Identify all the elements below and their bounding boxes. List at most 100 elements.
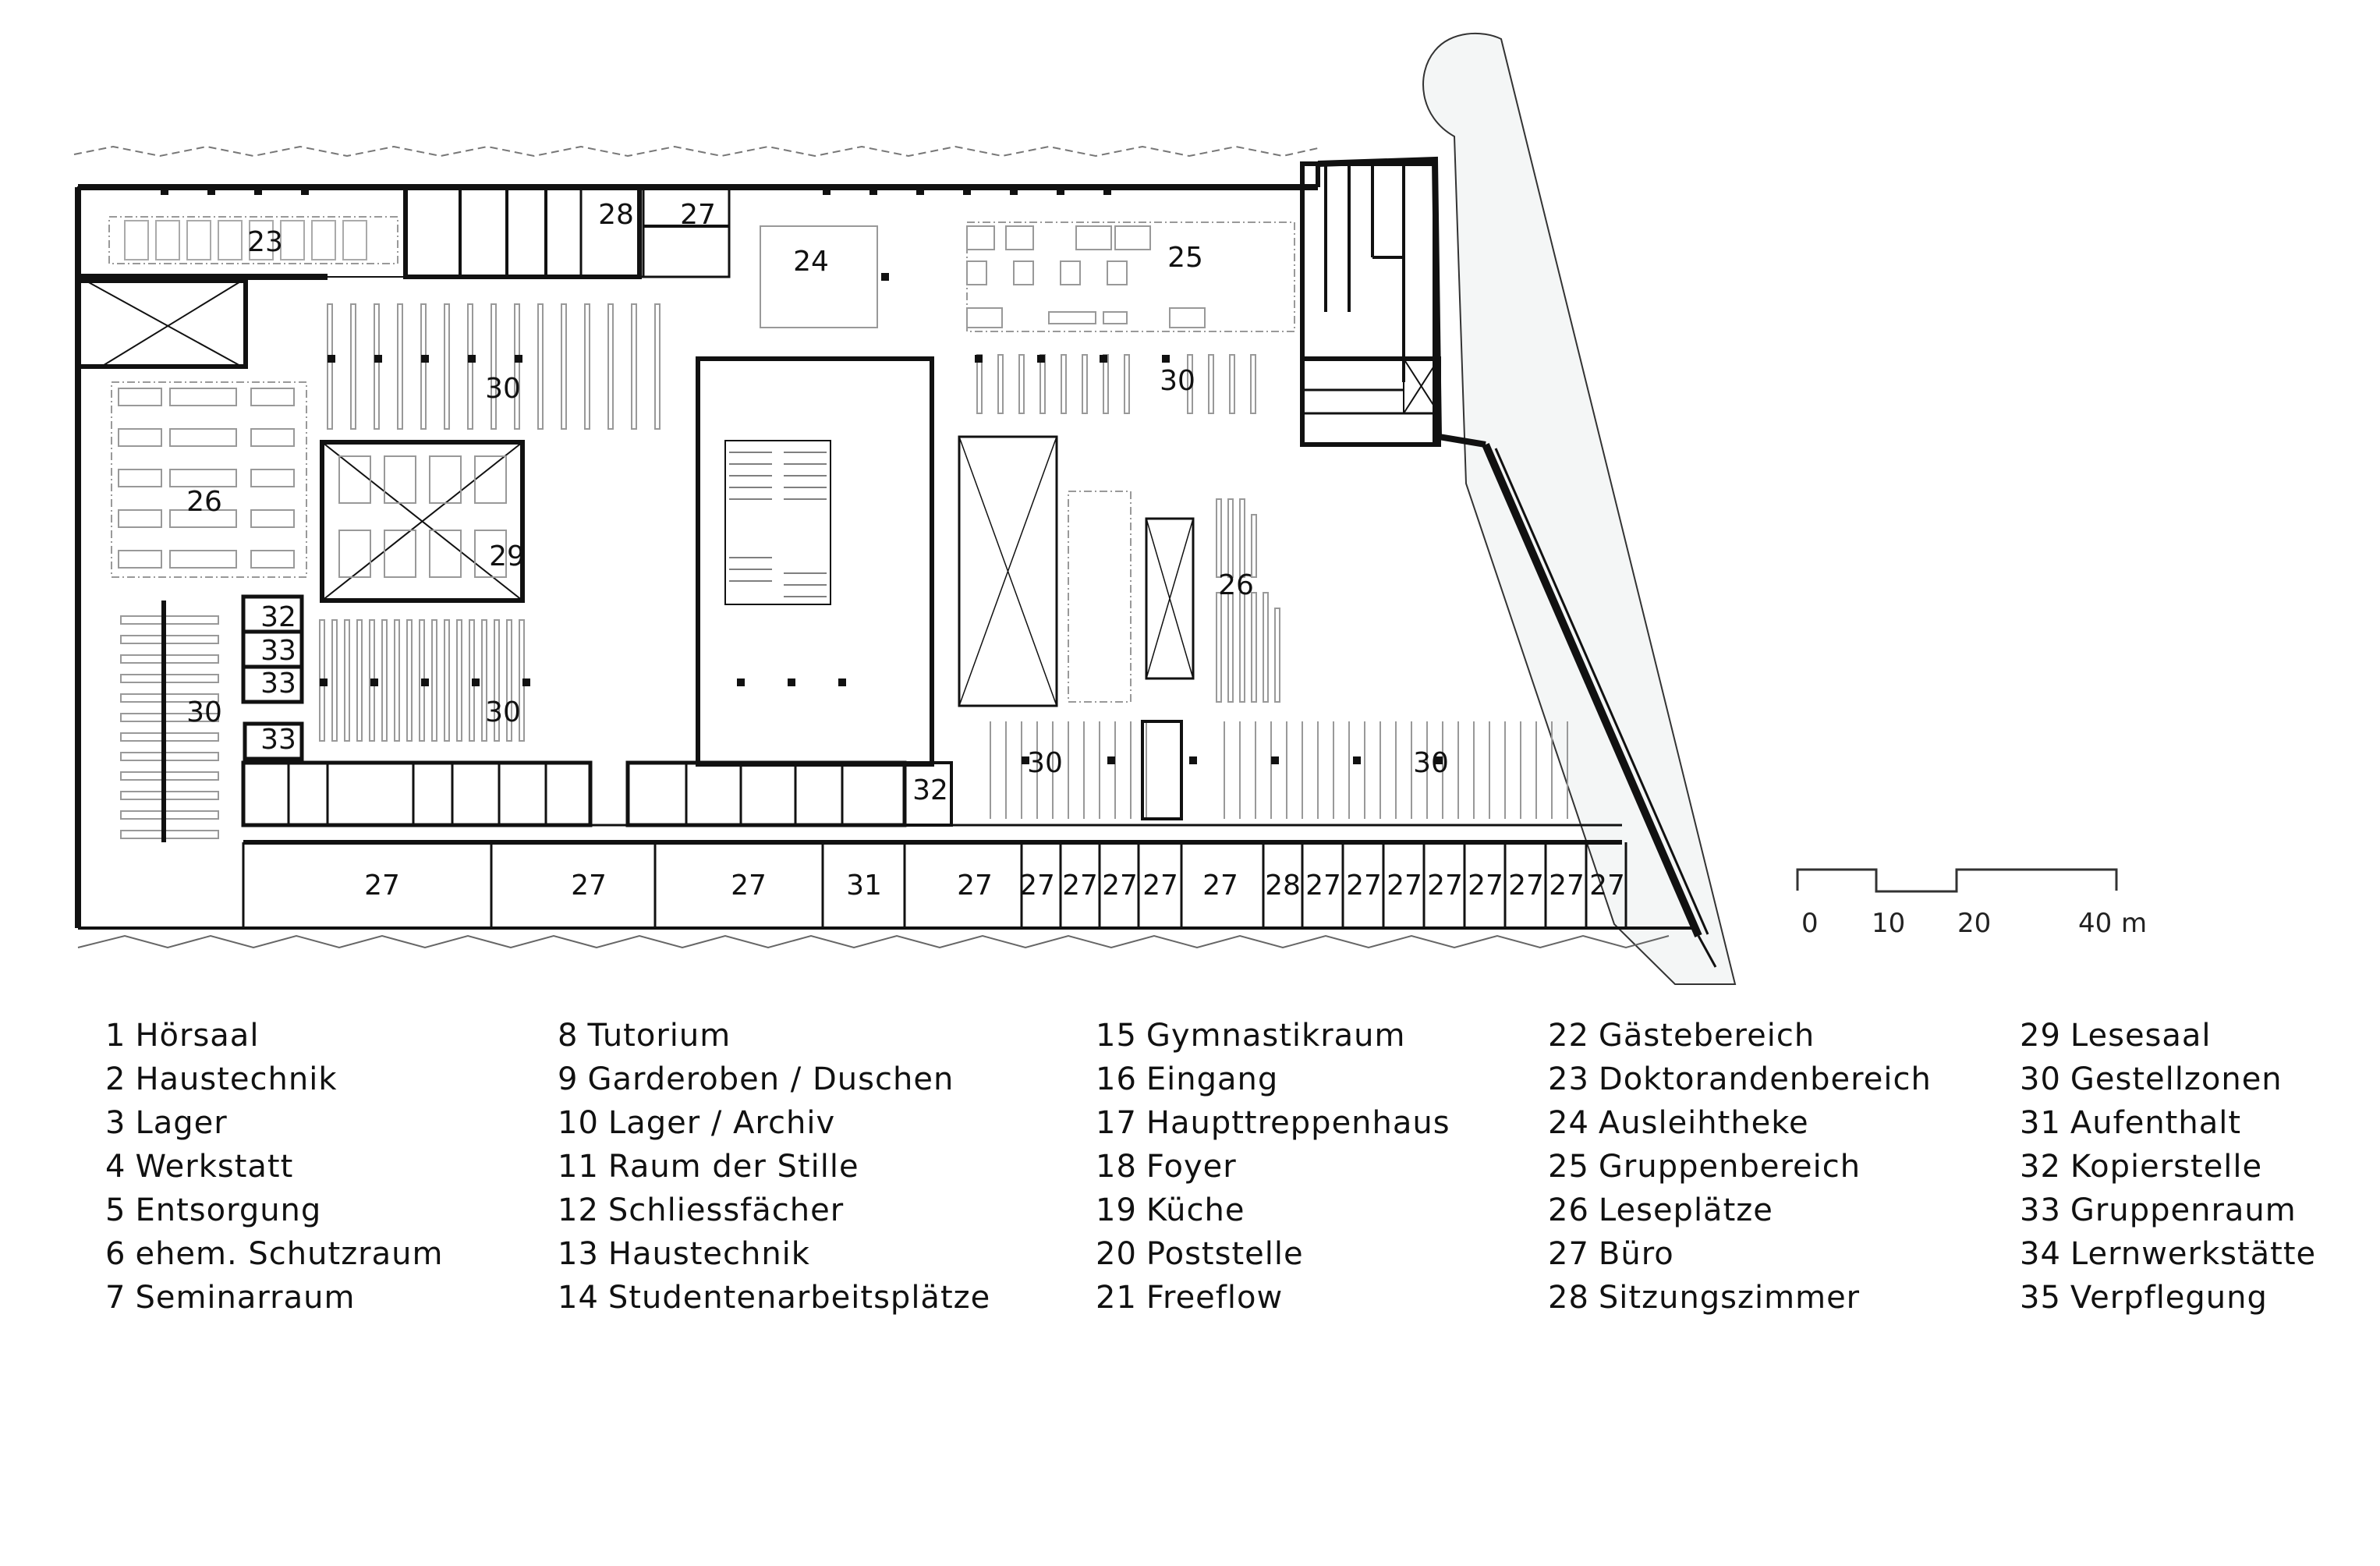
legend-label: Lager <box>135 1105 228 1141</box>
room-label-27: 27 <box>680 199 716 231</box>
legend-label: Gymnastikraum <box>1146 1018 1406 1054</box>
legend-number: 35 <box>2020 1280 2061 1316</box>
office-partitions <box>242 842 1627 928</box>
legend-label: Büro <box>1598 1236 1674 1272</box>
legend-number: 29 <box>2020 1018 2061 1054</box>
room-label-30: 30 <box>1413 747 1449 779</box>
legend-label: Poststelle <box>1146 1236 1304 1272</box>
legend-number: 2 <box>105 1061 126 1097</box>
room-label-26: 26 <box>1218 569 1254 601</box>
shelves-30-top-left <box>327 303 661 430</box>
room-label-28: 28 <box>1265 870 1301 902</box>
room-label-30: 30 <box>485 373 521 405</box>
legend-label: Foyer <box>1146 1149 1237 1185</box>
legend-label: Garderoben / Duschen <box>587 1061 954 1097</box>
room-label-30: 30 <box>1027 747 1063 779</box>
legend-number: 11 <box>558 1149 599 1185</box>
room-label-27: 27 <box>1589 870 1625 902</box>
room-label-27: 27 <box>1305 870 1341 902</box>
scale-label: 10 <box>1872 908 1905 939</box>
room-label-23: 23 <box>247 226 283 258</box>
legend-number: 26 <box>1548 1192 1589 1228</box>
room-label-33: 33 <box>260 635 296 667</box>
legend-number: 22 <box>1548 1018 1589 1054</box>
legend-number: 7 <box>105 1280 126 1316</box>
legend-label: Haupttreppenhaus <box>1146 1105 1450 1141</box>
legend-label: Doktorandenbereich <box>1598 1061 1932 1097</box>
desks-23 <box>124 220 367 260</box>
service-strip <box>241 760 1622 845</box>
legend-label: Haustechnik <box>135 1061 338 1097</box>
road-area <box>1422 32 1737 985</box>
room-label-30: 30 <box>1160 365 1195 397</box>
room-label-31: 31 <box>846 870 882 902</box>
facade-top <box>73 145 1319 158</box>
legend-number: 27 <box>1548 1236 1589 1272</box>
legend-number: 13 <box>558 1236 599 1272</box>
reading-room-29 <box>320 440 525 603</box>
room-label-27: 27 <box>1427 870 1463 902</box>
room-label-27: 27 <box>1019 870 1055 902</box>
legend-number: 28 <box>1548 1280 1589 1316</box>
group-area-25 <box>966 225 1206 328</box>
room-label-33: 33 <box>260 724 296 756</box>
legend-number: 1 <box>105 1018 126 1054</box>
legend-label: Eingang <box>1146 1061 1279 1097</box>
legend-number: 3 <box>105 1105 126 1141</box>
room-label-27: 27 <box>1346 870 1382 902</box>
legend-number: 12 <box>558 1192 599 1228</box>
room-label-27: 27 <box>731 870 767 902</box>
room-label-27: 27 <box>1468 870 1503 902</box>
legend-label: Aufenthalt <box>2070 1105 2242 1141</box>
room-label-27: 27 <box>1142 870 1178 902</box>
room-label-30: 30 <box>485 696 521 728</box>
right-core <box>1300 161 1441 447</box>
shelves-30-top-right <box>976 354 1256 414</box>
legend-number: 14 <box>558 1280 599 1316</box>
legend-number: 18 <box>1096 1149 1137 1185</box>
legend-label: Freeflow <box>1146 1280 1284 1316</box>
legend-label: Kopierstelle <box>2070 1149 2263 1185</box>
legend-label: Gästebereich <box>1598 1018 1815 1054</box>
legend-number: 30 <box>2020 1061 2061 1097</box>
legend-label: Raum der Stille <box>607 1149 859 1185</box>
legend-label: Verpflegung <box>2070 1280 2268 1316</box>
legend-label: Lager / Archiv <box>607 1105 836 1141</box>
scale-label: 20 <box>1957 908 1991 939</box>
legend-number: 9 <box>558 1061 579 1097</box>
legend-label: Hörsaal <box>135 1018 260 1054</box>
legend-number: 17 <box>1096 1105 1137 1141</box>
legend-label: Gruppenraum <box>2070 1192 2297 1228</box>
legend-label: Entsorgung <box>135 1192 322 1228</box>
legend-label: Lesesaal <box>2070 1018 2212 1054</box>
room-label-27: 27 <box>957 870 993 902</box>
